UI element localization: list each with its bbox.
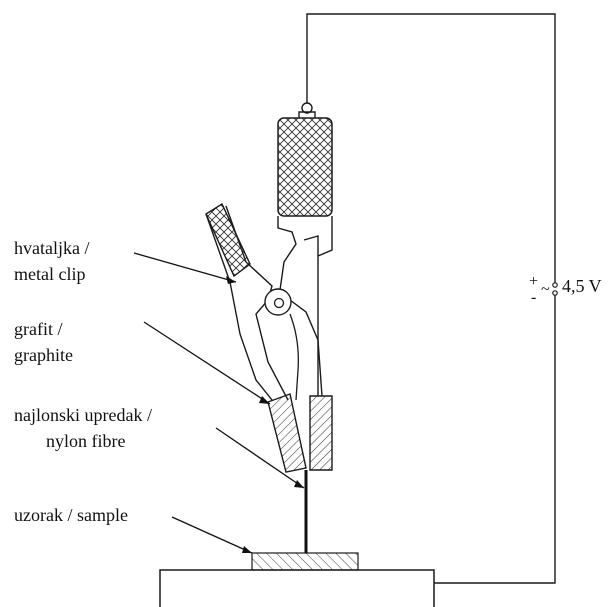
power-plus-sign: + <box>529 273 539 290</box>
pointer-clip <box>133 252 237 283</box>
label-nylon-line2: nylon fibre <box>46 431 126 451</box>
label-sample: uzorak / sample <box>14 505 128 525</box>
pointer-nylon <box>215 427 305 489</box>
terminal-plus <box>552 282 558 288</box>
terminal-minus <box>552 290 558 296</box>
label-graphite-line2: graphite <box>14 345 73 365</box>
clip-handle-upper <box>277 117 333 217</box>
clip-connector <box>301 102 313 114</box>
pointer-sample <box>171 516 253 554</box>
power-voltage-label: 4,5 V <box>562 276 602 296</box>
label-metal-clip-line2: metal clip <box>14 264 86 284</box>
graphite-jaw-right <box>309 395 333 471</box>
clip-pivot-inner <box>273 297 285 309</box>
sample-plate <box>251 552 359 571</box>
base-block <box>159 569 435 607</box>
pointer-graphite <box>143 321 271 405</box>
label-metal-clip-line1: hvataljka / <box>14 238 90 258</box>
circuit-wire <box>306 13 556 584</box>
power-ac-symbol: ~ <box>541 281 550 298</box>
label-nylon-line1: najlonski upredak / <box>14 405 152 425</box>
clip-handle-lower <box>205 202 251 278</box>
graphite-jaw-left <box>267 393 307 473</box>
label-graphite-line1: grafit / <box>14 319 63 339</box>
power-minus-sign: - <box>531 289 537 306</box>
